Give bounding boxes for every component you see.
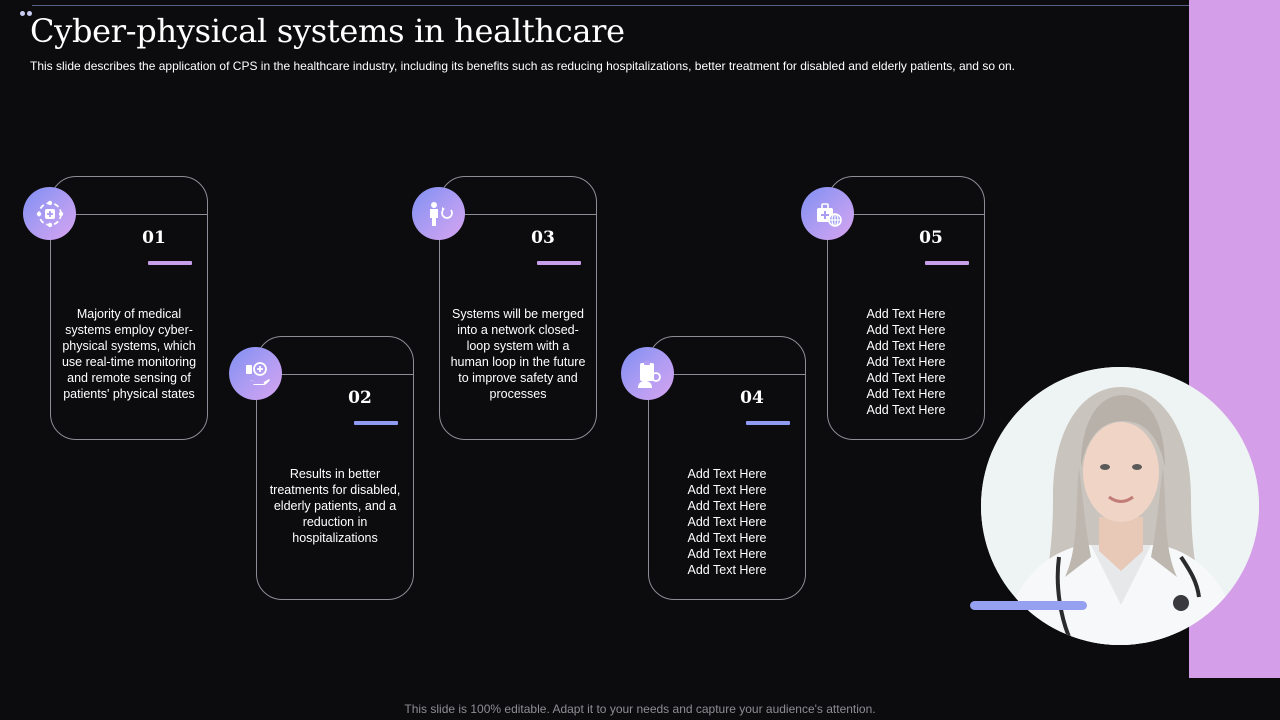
slide-subtitle: This slide describes the application of … bbox=[30, 59, 1016, 73]
medical-kit-globe-icon bbox=[801, 187, 854, 240]
card-divider bbox=[649, 374, 805, 375]
step-accent-bar bbox=[925, 261, 969, 265]
step-accent-bar bbox=[354, 421, 398, 425]
medical-hand-icon bbox=[229, 347, 282, 400]
step-text: Add Text Here Add Text Here Add Text Her… bbox=[866, 307, 946, 417]
human-loop-icon bbox=[412, 187, 465, 240]
step-text: Add Text Here Add Text Here Add Text Her… bbox=[687, 467, 767, 577]
card-divider bbox=[440, 214, 596, 215]
step-card-03: 03 Systems will be merged into a network… bbox=[439, 176, 597, 440]
footer-note: This slide is 100% editable. Adapt it to… bbox=[404, 702, 876, 716]
step-card-01: 01 Majority of medical systems employ cy… bbox=[50, 176, 208, 440]
step-text: Majority of medical systems employ cyber… bbox=[61, 307, 197, 401]
step-accent-bar bbox=[537, 261, 581, 265]
step-number: 01 bbox=[142, 228, 166, 248]
step-text: Results in better treatments for disable… bbox=[269, 467, 401, 545]
card-divider bbox=[828, 214, 984, 215]
top-rule bbox=[32, 5, 1190, 6]
card-divider bbox=[51, 214, 207, 215]
doctor-portrait-image bbox=[981, 367, 1259, 645]
step-card-02: 02 Results in better treatments for disa… bbox=[256, 336, 414, 600]
step-card-05: 05 Add Text Here Add Text Here Add Text … bbox=[827, 176, 985, 440]
step-card-04: 04 Add Text Here Add Text Here Add Text … bbox=[648, 336, 806, 600]
doctor-portrait-icon bbox=[981, 367, 1259, 645]
step-number: 03 bbox=[531, 228, 555, 248]
clipboard-doctor-icon bbox=[621, 347, 674, 400]
step-accent-bar bbox=[746, 421, 790, 425]
step-number: 05 bbox=[919, 228, 943, 248]
top-dots-decoration bbox=[20, 3, 34, 21]
photo-accent-bar bbox=[970, 601, 1087, 610]
slide-title: Cyber-physical systems in healthcare bbox=[30, 12, 625, 50]
step-accent-bar bbox=[148, 261, 192, 265]
step-text: Systems will be merged into a network cl… bbox=[450, 307, 586, 401]
step-number: 02 bbox=[348, 388, 372, 408]
card-divider bbox=[257, 374, 413, 375]
medical-network-icon bbox=[23, 187, 76, 240]
step-number: 04 bbox=[740, 388, 764, 408]
